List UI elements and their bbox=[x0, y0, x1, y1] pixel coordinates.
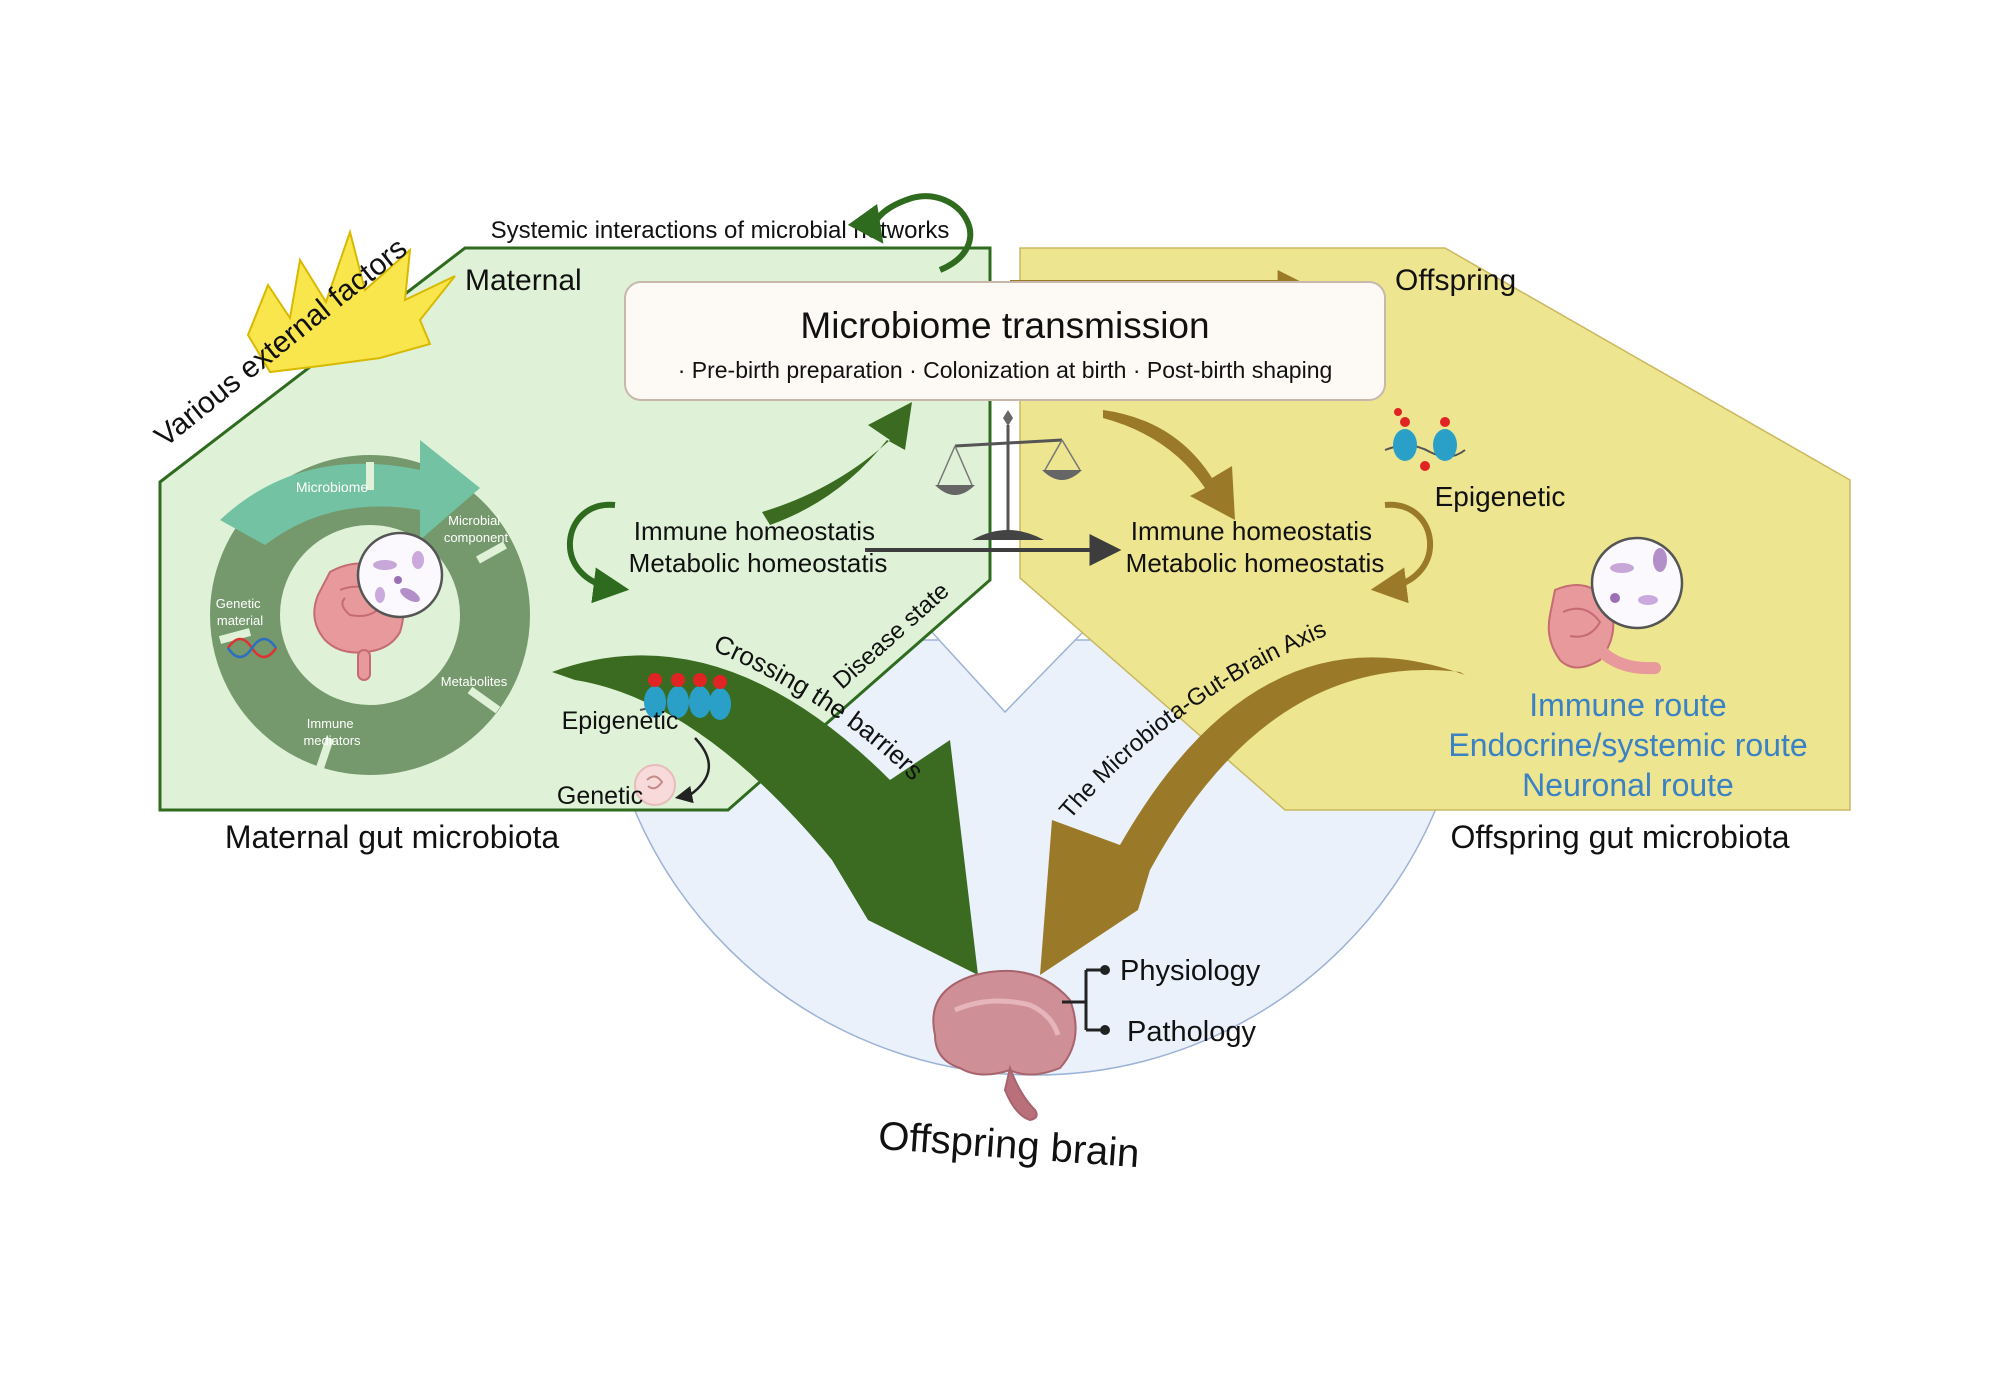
cycle-immune-mediators-label: Immune mediators bbox=[303, 716, 361, 748]
maternal-genetic-label: Genetic bbox=[557, 782, 643, 810]
maternal-epigenetic-icon bbox=[639, 673, 731, 720]
maternal-caption: Maternal gut microbiota bbox=[225, 819, 560, 855]
balance-scale-icon bbox=[935, 410, 1082, 540]
offspring-caption: Offspring gut microbiota bbox=[1450, 819, 1789, 855]
transmission-to-offspring-arrow bbox=[1103, 410, 1235, 520]
offspring-homeostasis-loop-icon bbox=[1370, 501, 1434, 604]
maternal-to-transmission-arrow bbox=[762, 402, 912, 525]
maternal-epigenetic-label: Epigenetic bbox=[562, 707, 679, 735]
cycle-genetic-material-label: Genetic material bbox=[216, 596, 264, 628]
transmission-stages: · Pre-birth preparation · Colonization a… bbox=[678, 357, 1333, 383]
transmission-title: Microbiome transmission bbox=[800, 305, 1209, 346]
sun-burst-icon bbox=[246, 228, 456, 374]
maternal-microbe-magnifier-icon bbox=[356, 531, 444, 619]
route-immune: Immune route bbox=[1529, 687, 1726, 723]
route-neuronal: Neuronal route bbox=[1522, 767, 1734, 803]
outcome-physiology: Physiology bbox=[1120, 955, 1261, 987]
gut-brain-axis-arrow bbox=[1040, 657, 1465, 975]
cycle-microbial-component-label: Microbial component bbox=[444, 513, 509, 545]
maternal-title: Maternal bbox=[465, 264, 582, 297]
offspring-homeostasis-text: Immune homeostatis Metabolic homeostatis bbox=[1126, 516, 1385, 578]
maternal-homeostasis-text: Immune homeostatis Metabolic homeostatis bbox=[629, 516, 888, 578]
genetic-cell-icon bbox=[634, 764, 676, 806]
dna-icon bbox=[226, 637, 278, 659]
outcome-bracket bbox=[1062, 965, 1110, 1035]
offspring-microbe-magnifier-icon bbox=[1590, 536, 1684, 630]
systemic-interactions-label: Systemic interactions of microbial netwo… bbox=[491, 217, 950, 244]
offspring-epigenetic-icon bbox=[1384, 408, 1466, 471]
brain-icon bbox=[932, 969, 1077, 1122]
maternal-homeostasis-loop-icon bbox=[566, 501, 630, 604]
cycle-metabolites-label: Metabolites bbox=[441, 674, 508, 689]
epigenetic-to-genetic-arrow bbox=[674, 737, 711, 804]
brain-notch bbox=[929, 629, 1086, 714]
brain-title: Offspring brain bbox=[877, 1114, 1141, 1176]
crossing-barriers-arrow bbox=[552, 655, 978, 975]
systemic-loop-arrow bbox=[847, 193, 974, 273]
outcome-pathology: Pathology bbox=[1127, 1016, 1256, 1048]
microbial-cycle bbox=[210, 440, 530, 775]
cycle-microbiome-label: Microbiome bbox=[296, 479, 369, 495]
transmission-box bbox=[624, 281, 1386, 401]
offspring-epigenetic-label: Epigenetic bbox=[1435, 481, 1566, 512]
route-endocrine: Endocrine/systemic route bbox=[1448, 727, 1807, 763]
offspring-title: Offspring bbox=[1395, 264, 1516, 297]
